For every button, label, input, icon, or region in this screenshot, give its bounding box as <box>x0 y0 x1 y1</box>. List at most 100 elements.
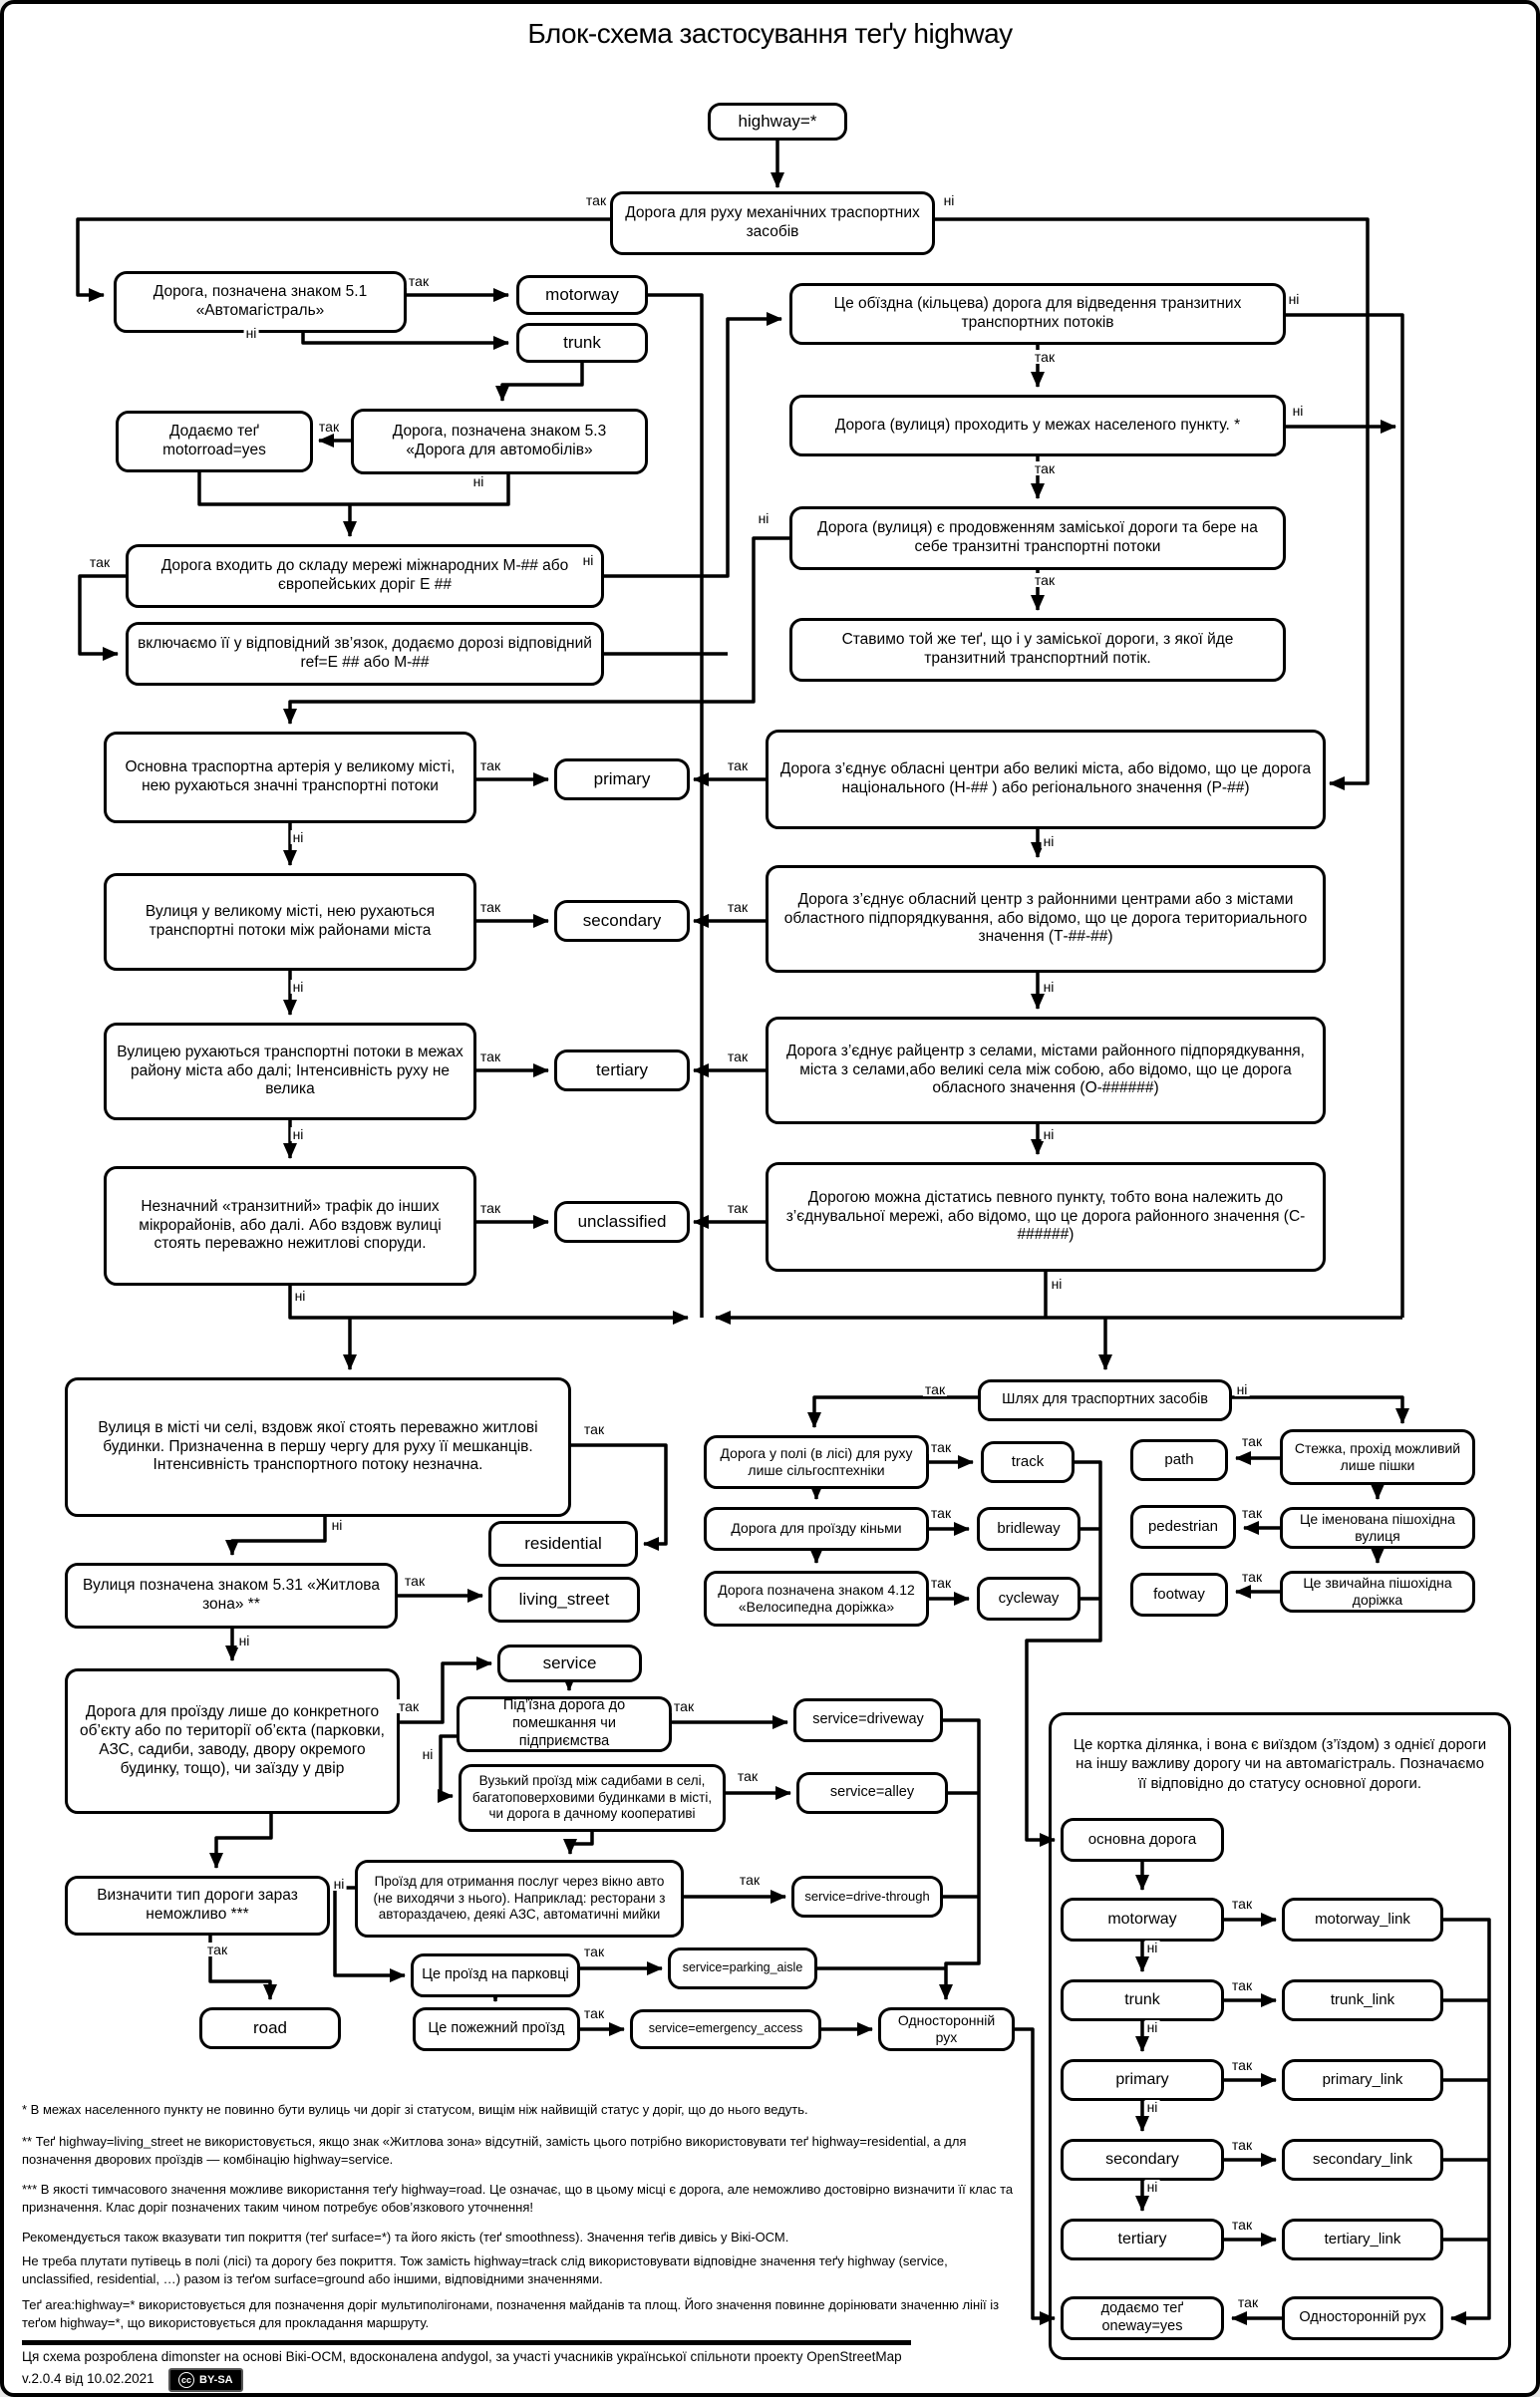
edge-39 <box>571 1443 668 1551</box>
edge-1 <box>76 217 610 302</box>
edge-label-так-36: так <box>671 1698 697 1714</box>
node-tag-path: path <box>1130 1439 1228 1481</box>
edge-label-ні-33: ні <box>236 1633 252 1648</box>
node-q-alley: Вузький проїзд між садибами в селі, бага… <box>459 1764 726 1832</box>
edge-12 <box>604 312 782 578</box>
cc-icon: cc <box>178 2372 194 2388</box>
node-q-drive-through: Проїзд для отримання послуг через вікно … <box>355 1860 684 1938</box>
version-text: v.2.0.4 від 10.02.2021 <box>22 2371 154 2386</box>
edge-55 <box>939 1718 981 2000</box>
footnote-1: * В межах населенного пункту не повинно … <box>22 2102 808 2117</box>
link-frame-note: Це кортка ділянка, і вона є виїздом (з’ї… <box>1073 1735 1487 1792</box>
node-q-sign-5-3: Дорога, позначена знаком 5.3 «Дорога для… <box>351 409 648 474</box>
node-a-add-oneway: додаємо теґ oneway=yes <box>1061 2296 1224 2340</box>
node-q-field-track: Дорога у полі (в лісі) для руху лише сіл… <box>704 1435 929 1489</box>
node-q-ordinary-footway: Це звичайна пішохідна доріжка <box>1280 1571 1475 1613</box>
node-q-parking-aisle: Це проїзд на парковці <box>411 1953 580 1997</box>
node-q-driveway: Під’їзна дорога до помешкання чи підприє… <box>457 1696 672 1752</box>
edge-label-ні-8: ні <box>1286 291 1302 307</box>
edge-label-ні-21: ні <box>1041 979 1057 995</box>
node-q-connecting: Дорогою можна дістатись певного пункту, … <box>766 1162 1326 1272</box>
edge-label-ні-5: ні <box>470 473 486 489</box>
node-q-emergency: Це пожежний проїзд <box>413 2007 580 2051</box>
node-a-same-tag: Ставимо той же теґ, що і у заміської дор… <box>789 618 1286 682</box>
node-q-minor-transit: Незначний «транзитний» трафік до інших м… <box>104 1166 476 1286</box>
node-q-sign-4-12: Дорога позначена знаком 4.12 «Велосипедн… <box>704 1571 929 1627</box>
node-tag-motorway-link: motorway_link <box>1282 1898 1443 1942</box>
edge-label-так-55: так <box>1229 2057 1255 2073</box>
node-tag-secondary: secondary <box>554 900 690 942</box>
edge-label-так-26: так <box>477 1200 503 1216</box>
node-m-tertiary: tertiary <box>1061 2219 1224 2260</box>
edge-label-так-59: так <box>1229 2217 1255 2233</box>
footer-separator <box>22 2340 911 2345</box>
node-tag-bridleway: bridleway <box>977 1507 1080 1551</box>
node-q-named-pedestrian: Це іменована пішохідна вулиця <box>1280 1507 1475 1549</box>
edge-label-так-41: так <box>581 2005 607 2021</box>
edge-label-так-27: так <box>725 1200 751 1216</box>
edge-label-ні-29: ні <box>1049 1276 1065 1292</box>
credits-text: Ця схема розроблена dimonster на основі … <box>22 2349 902 2364</box>
edge-18 <box>283 536 789 725</box>
page-title: Блок-схема застосування теґу highway <box>527 18 1013 49</box>
node-tag-living-street: living_street <box>488 1577 640 1623</box>
node-m-main-road: основна дорога <box>1061 1818 1224 1862</box>
node-q-main-artery: Основна траспортна артерія у великому мі… <box>104 732 476 823</box>
node-m-secondary: secondary <box>1061 2139 1224 2181</box>
edge-label-так-18: так <box>477 899 503 915</box>
edge-59 <box>1015 2027 1056 2325</box>
edge-label-ні-16: ні <box>290 829 306 845</box>
edge-label-ні-24: ні <box>290 1126 306 1142</box>
edge-label-ні-17: ні <box>1041 833 1057 849</box>
edge-label-так-13: так <box>1032 572 1058 588</box>
node-tag-primary: primary <box>554 758 690 800</box>
edge-label-ні-56: ні <box>1144 2099 1160 2115</box>
node-highway-star: highway=* <box>708 103 847 141</box>
edge-6 <box>648 293 704 1318</box>
node-tag-unclassified: unclassified <box>554 1201 690 1243</box>
node-q-type-unknown: Визначити тип дороги зараз неможливо *** <box>65 1876 330 1936</box>
node-tag-tertiary-link: tertiary_link <box>1282 2219 1443 2260</box>
edge-label-так-60: так <box>1235 2294 1261 2310</box>
edge-43 <box>400 1656 492 1724</box>
node-q-intl-network: Дорога входить до складу мережі міжнарод… <box>126 544 604 608</box>
edge-2 <box>935 217 1370 790</box>
node-m-trunk: trunk <box>1061 1979 1224 2021</box>
node-m-primary: primary <box>1061 2059 1224 2101</box>
edge-5 <box>495 363 584 402</box>
node-q-residential: Вулиця в місті чи селі, вздовж якої стоя… <box>65 1377 571 1517</box>
edge-48 <box>563 1832 594 1855</box>
edge-4 <box>301 333 509 350</box>
node-q-horse: Дорога для проїзду кіньми <box>704 1507 929 1551</box>
edge-label-ні-3: ні <box>243 325 259 341</box>
node-tag-service-alley: service=alley <box>796 1772 948 1814</box>
node-q-district-flows: Вулицею рухаються транспортні потоки в м… <box>104 1023 476 1120</box>
edge-label-так-49: так <box>1239 1505 1265 1521</box>
node-q-oneway-mid: Односторонній рух <box>878 2007 1015 2051</box>
node-q-footpath: Стежка, прохід можливий лише пішки <box>1280 1429 1475 1485</box>
edge-label-так-22: так <box>477 1049 503 1064</box>
node-tag-service-driveway: service=driveway <box>793 1698 943 1742</box>
edge-label-так-46: так <box>928 1505 954 1521</box>
footnote-5: Не треба плутати путівець в полі (лісі) … <box>22 2253 948 2287</box>
node-tag-pedestrian: pedestrian <box>1130 1505 1236 1549</box>
edge-label-так-34: так <box>396 1698 422 1714</box>
edge-label-ні-12: ні <box>756 510 771 526</box>
edge-label-так-38: так <box>737 1872 763 1888</box>
node-q-bypass: Це обїздна (кільцева) дорога для відведе… <box>789 283 1286 345</box>
footnote-6: Теґ area:highway=* використовується для … <box>22 2297 1000 2331</box>
edge-label-ні-31: ні <box>329 1517 345 1533</box>
edge-label-ні-39: ні <box>331 1876 347 1892</box>
node-q-oblast-centers: Дорога з’єднує обласні центри або великі… <box>766 730 1326 829</box>
edge-label-ні-44: ні <box>1234 1381 1250 1397</box>
edge-label-так-30: так <box>581 1421 607 1437</box>
edge-label-так-51: так <box>1229 1896 1255 1912</box>
node-q-city-street: Вулиця у великому місті, нею рухаються т… <box>104 873 476 971</box>
node-tag-trunk-link: trunk_link <box>1282 1979 1443 2021</box>
edge-label-ні-58: ні <box>1144 2179 1160 2195</box>
node-tag-secondary-link: secondary_link <box>1282 2139 1443 2181</box>
node-q-raion-centers: Дорога з’єднує обласний центр з районним… <box>766 865 1326 973</box>
edge-label-так-19: так <box>725 899 751 915</box>
node-q-continuation: Дорога (вулиця) є продовженням заміської… <box>789 506 1286 570</box>
